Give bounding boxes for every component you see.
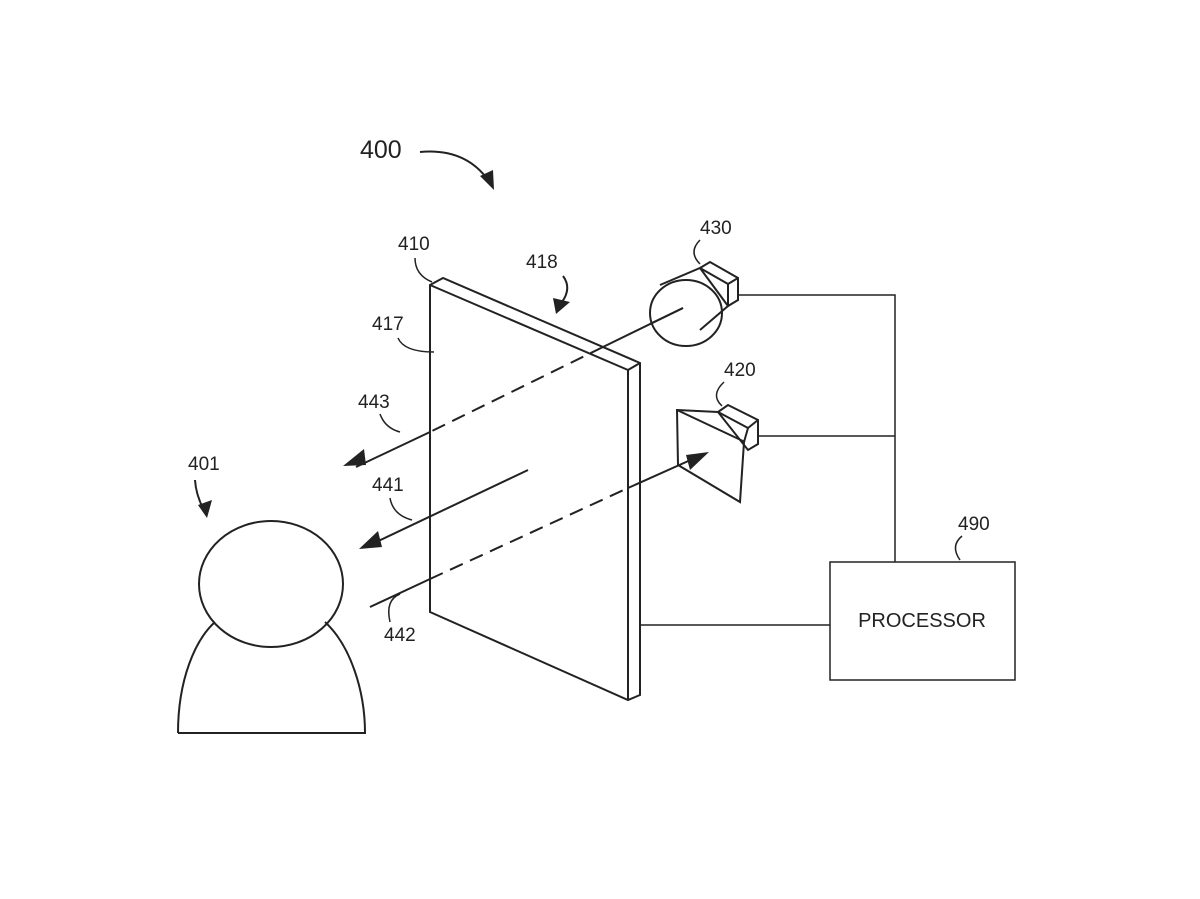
beam-443	[343, 307, 684, 468]
arrow-400-head	[480, 170, 494, 190]
leader-490	[954, 535, 963, 561]
display-panel	[429, 276, 641, 702]
leader-420	[715, 381, 725, 407]
processor-box	[829, 561, 1016, 681]
leader-410	[414, 257, 433, 283]
wiring	[640, 294, 896, 626]
processor-label: PROCESSOR	[858, 610, 986, 632]
label-418: 418	[526, 252, 558, 273]
label-401: 401	[188, 454, 220, 475]
arrow-418	[561, 275, 569, 303]
leader-441	[389, 497, 413, 521]
beam-441	[359, 469, 529, 549]
projector-icon	[675, 403, 759, 504]
label-417: 417	[372, 314, 404, 335]
label-443: 443	[358, 392, 390, 413]
label-441: 441	[372, 475, 404, 496]
beam-442	[369, 452, 709, 608]
arrow-400	[419, 150, 489, 181]
label-410: 410	[398, 234, 430, 255]
label-420: 420	[724, 360, 756, 381]
user-figure	[177, 520, 367, 734]
label-442: 442	[384, 625, 416, 646]
leader-417	[397, 337, 435, 353]
leader-442	[388, 593, 401, 623]
leader-430	[693, 239, 701, 265]
label-430: 430	[700, 218, 732, 239]
label-400: 400	[360, 136, 402, 164]
leader-443	[379, 413, 401, 433]
label-490: 490	[958, 514, 990, 535]
camera-icon	[649, 260, 739, 347]
